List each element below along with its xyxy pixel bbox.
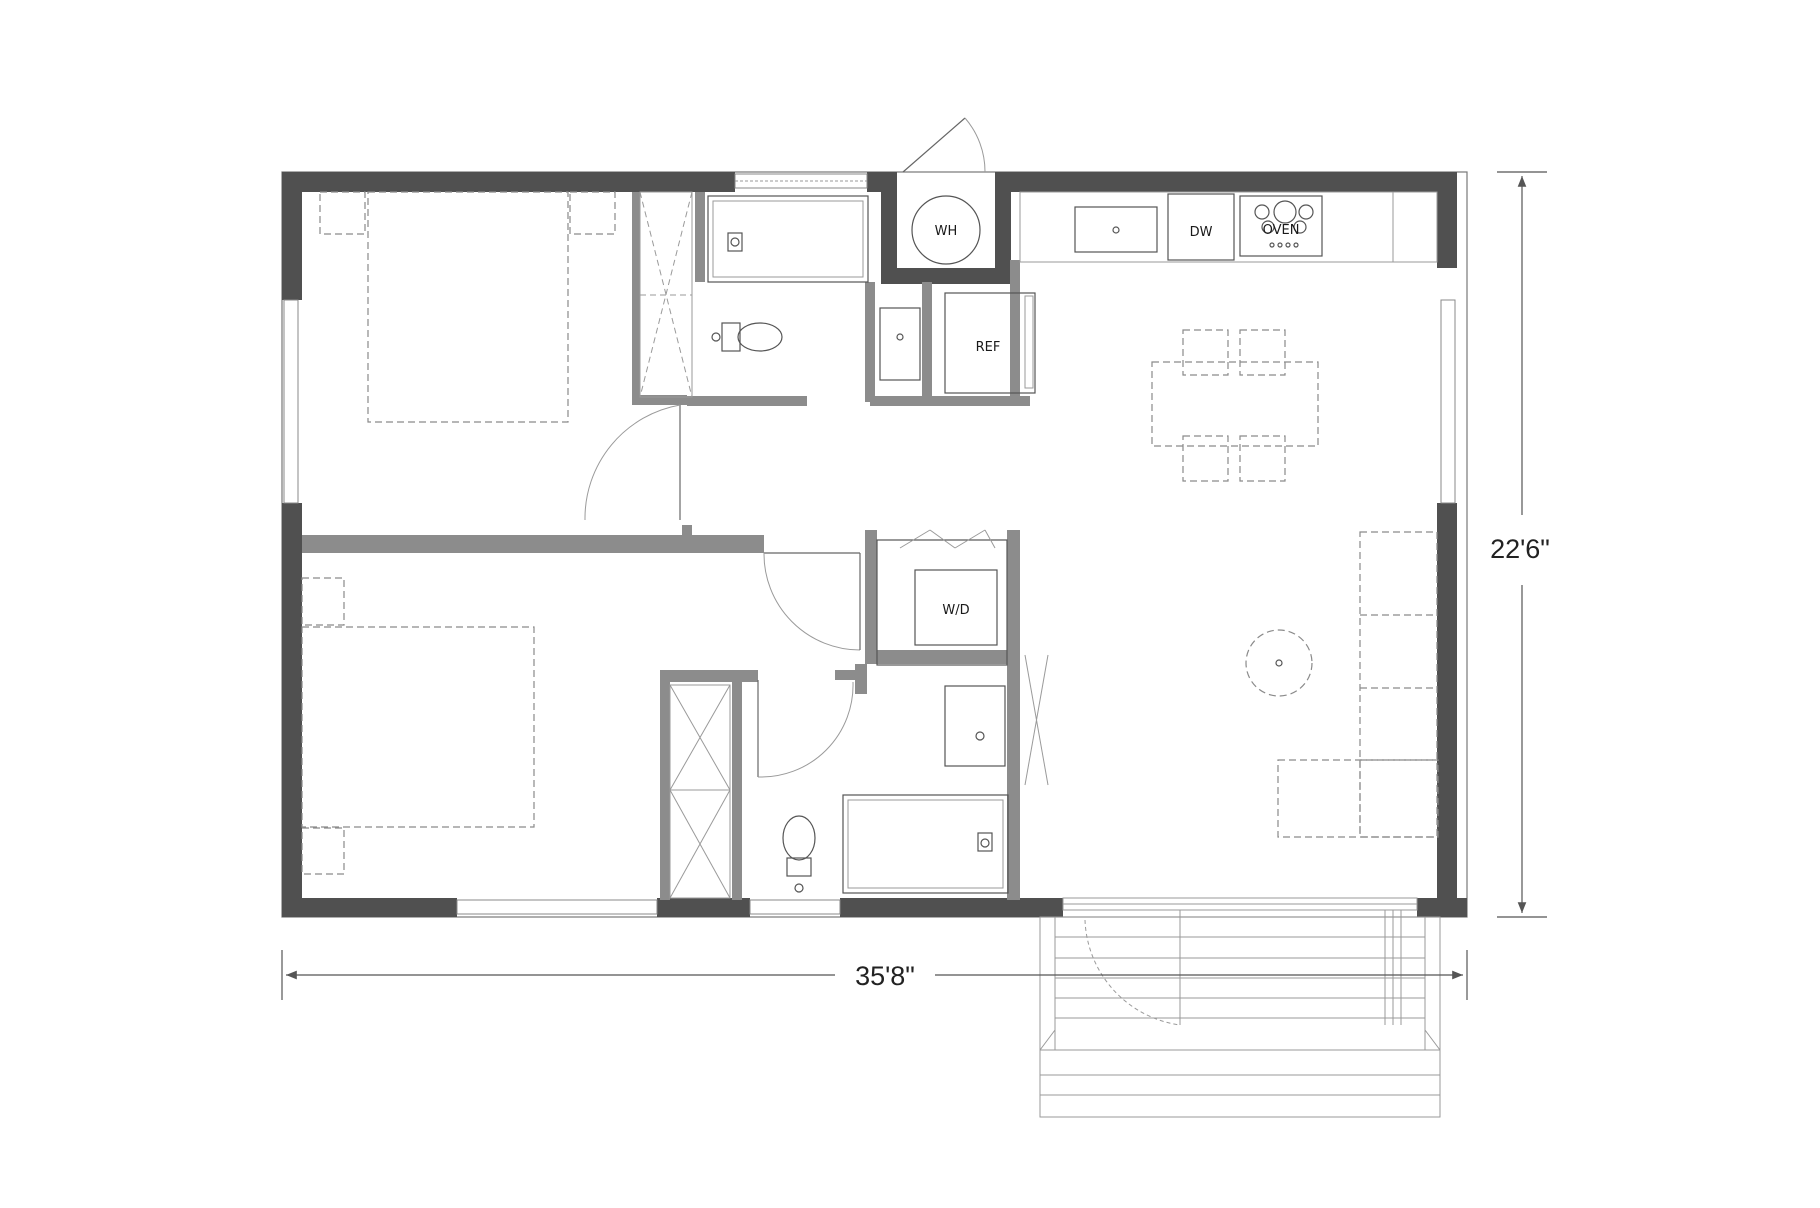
interior-walls	[302, 192, 1030, 900]
windows	[283, 173, 1456, 915]
bedroom-2	[301, 552, 861, 899]
washer-dryer-label: W/D	[942, 603, 969, 618]
kitchen: DW OVEN REF	[944, 191, 1438, 394]
exterior-walls	[282, 172, 1467, 917]
bathroom-2	[757, 654, 1049, 894]
oven-label: OVEN	[1263, 223, 1300, 238]
dimension-width: 35'8"	[281, 950, 1468, 1000]
height-dimension-label: 22'6"	[1490, 534, 1550, 564]
refrigerator-label: REF	[976, 340, 1001, 355]
water-heater-closet: WH	[881, 117, 1011, 284]
dishwasher-label: DW	[1190, 225, 1213, 240]
deck-steps	[1039, 897, 1441, 1118]
dining-area	[1151, 329, 1319, 482]
dimension-height: 22'6"	[1490, 171, 1550, 918]
living-area	[1245, 531, 1439, 838]
width-dimension-label: 35'8"	[855, 961, 915, 991]
laundry-closet: W/D	[876, 529, 1008, 666]
bedroom-1	[319, 191, 693, 521]
bathroom-1	[707, 195, 921, 381]
water-heater-label: WH	[935, 224, 958, 239]
